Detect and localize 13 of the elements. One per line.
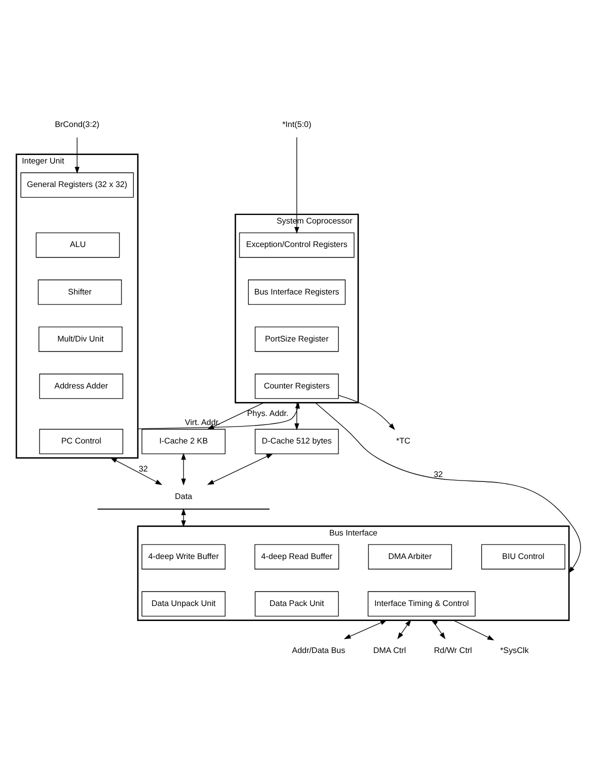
arrow [397, 619, 412, 640]
arrow [207, 453, 274, 485]
arrow [181, 508, 186, 528]
arrow [344, 620, 388, 640]
arrow [110, 457, 162, 485]
arrow [181, 452, 186, 486]
arrow [453, 620, 494, 640]
arrow [74, 137, 80, 174]
arrow [314, 402, 581, 574]
arrow [338, 394, 396, 430]
arrow [430, 620, 446, 640]
arrow [294, 136, 300, 234]
arrow [294, 402, 300, 430]
